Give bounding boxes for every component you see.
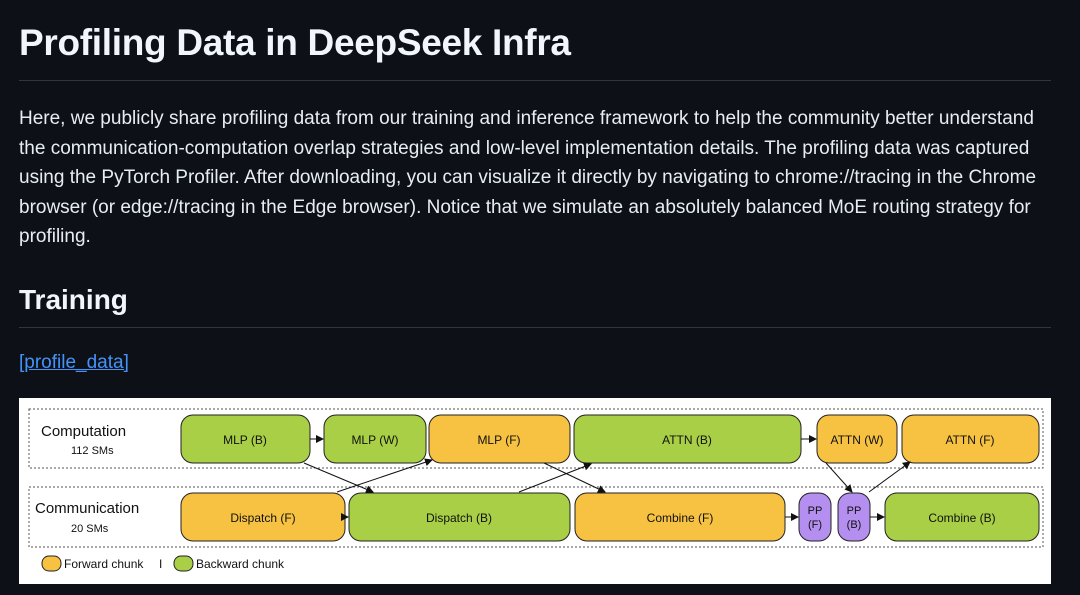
legend-backward-label: Backward chunk	[196, 557, 285, 571]
svg-text:Combine (B): Combine (B)	[928, 511, 995, 525]
svg-text:PP: PP	[808, 505, 823, 517]
svg-text:MLP (B): MLP (B)	[223, 433, 267, 447]
diagram-legend: Forward chunk I Backward chunk	[41, 555, 285, 572]
computation-row-label: Computation	[41, 423, 126, 440]
computation-block-attn-w: ATTN (W)	[816, 414, 898, 464]
svg-text:ATTN (F): ATTN (F)	[945, 433, 994, 447]
computation-row-sms: 112 SMs	[71, 445, 114, 457]
arrow-dispb-attnb	[518, 462, 592, 493]
arrow-ppb-attnf	[868, 461, 911, 493]
svg-text:(B): (B)	[847, 519, 862, 531]
svg-text:ATTN (B): ATTN (B)	[662, 433, 712, 447]
communication-row-label: Communication	[35, 500, 139, 517]
computation-block-attn-b: ATTN (B)	[573, 414, 802, 464]
communication-block-dispatch-b: Dispatch (B)	[348, 492, 571, 542]
communication-block-dispatch-f: Dispatch (F)	[180, 492, 346, 542]
legend-backward-swatch	[173, 555, 194, 572]
computation-block-mlp-b: MLP (B)	[180, 414, 311, 464]
svg-text:Dispatch (B): Dispatch (B)	[426, 511, 492, 525]
section-divider	[19, 327, 1051, 328]
title-divider	[19, 80, 1051, 81]
communication-block-pp-f: PP (F)	[798, 492, 832, 542]
svg-text:(F): (F)	[808, 519, 822, 531]
profile-data-link[interactable]: [profile_data]	[19, 352, 129, 373]
overlap-diagram-svg: Computation 112 SMs Communication 20 SMs…	[28, 408, 1044, 572]
computation-block-mlp-f: MLP (F)	[428, 414, 571, 464]
computation-row-frame	[28, 408, 1044, 469]
svg-text:ATTN (W): ATTN (W)	[830, 433, 883, 447]
communication-row-sms: 20 SMs	[71, 523, 109, 535]
intro-paragraph: Here, we publicly share profiling data f…	[19, 108, 1037, 248]
svg-text:PP: PP	[847, 505, 862, 517]
communication-block-pp-b: PP (B)	[837, 492, 871, 542]
legend-separator: I	[159, 557, 162, 571]
arrow-mlpb-dispb	[303, 462, 374, 493]
communication-block-combine-b: Combine (B)	[884, 492, 1040, 542]
arrow-dispf-mlpf	[336, 458, 433, 493]
communication-row-frame	[28, 486, 1044, 548]
svg-text:Dispatch (F): Dispatch (F)	[230, 511, 295, 525]
svg-text:MLP (W): MLP (W)	[351, 433, 398, 447]
legend-forward-swatch	[41, 555, 62, 572]
computation-block-attn-f: ATTN (F)	[901, 414, 1040, 464]
legend-forward-label: Forward chunk	[64, 557, 144, 571]
section-heading-training: Training	[19, 284, 128, 315]
dependency-arrows	[303, 435, 911, 521]
svg-text:MLP (F): MLP (F)	[477, 433, 520, 447]
svg-text:Combine (F): Combine (F)	[647, 511, 714, 525]
computation-block-mlp-w: MLP (W)	[323, 414, 427, 464]
arrow-mlpf-combf	[543, 462, 606, 493]
overlap-diagram: Computation 112 SMs Communication 20 SMs…	[19, 398, 1051, 584]
page-title: Profiling Data in DeepSeek Infra	[19, 22, 571, 63]
arrow-attnw-ppb	[825, 462, 853, 493]
communication-block-combine-f: Combine (F)	[574, 492, 786, 542]
